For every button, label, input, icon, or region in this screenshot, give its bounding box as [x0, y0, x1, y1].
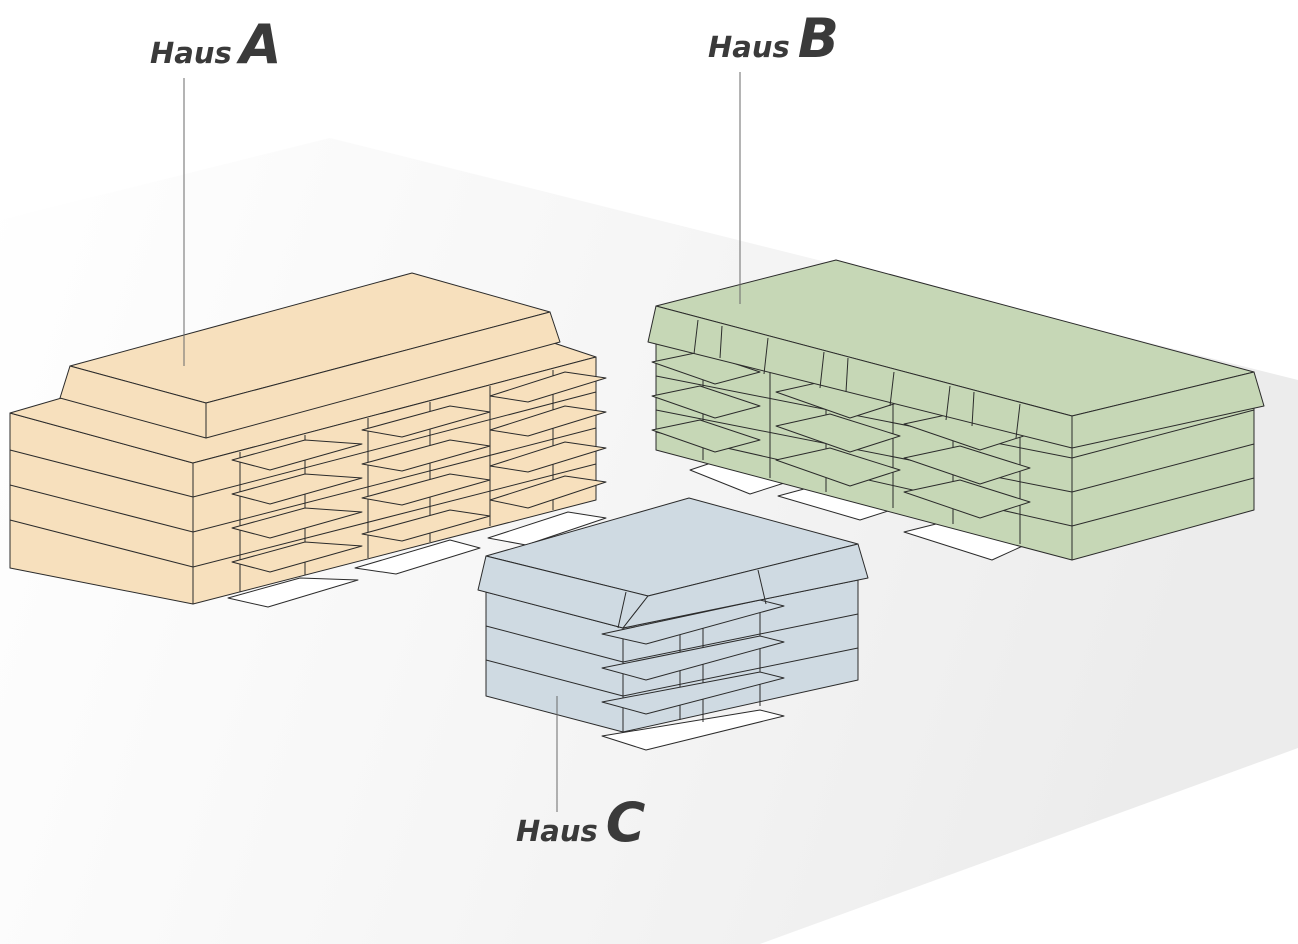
- house-a-building: [9, 272, 607, 608]
- house-a-roof-edge-right: [205, 311, 561, 439]
- house-b-roof-edge-right: [1071, 371, 1265, 449]
- house-a-balcony-shadow: [227, 577, 359, 608]
- house-c-balcony-shadow: [601, 709, 785, 751]
- house-b-label-word: Haus: [708, 30, 790, 64]
- house-b-balconies: [651, 351, 1031, 519]
- house-a-label-letter: A: [239, 13, 282, 76]
- house-c-building: [477, 497, 869, 751]
- house-a-balconies: [231, 371, 607, 573]
- house-c-balconies: [601, 599, 785, 715]
- house-b-building: [647, 259, 1265, 561]
- house-c-label-letter: C: [605, 791, 646, 854]
- house-a-balcony-shadow: [487, 511, 607, 546]
- house-c-label-word: Haus: [516, 814, 598, 848]
- house-b-label-letter: B: [797, 7, 839, 70]
- house-a-balcony-shadow: [354, 539, 481, 575]
- house-a-label-word: Haus: [150, 36, 232, 70]
- house-c-roof-edge-right: [622, 543, 869, 629]
